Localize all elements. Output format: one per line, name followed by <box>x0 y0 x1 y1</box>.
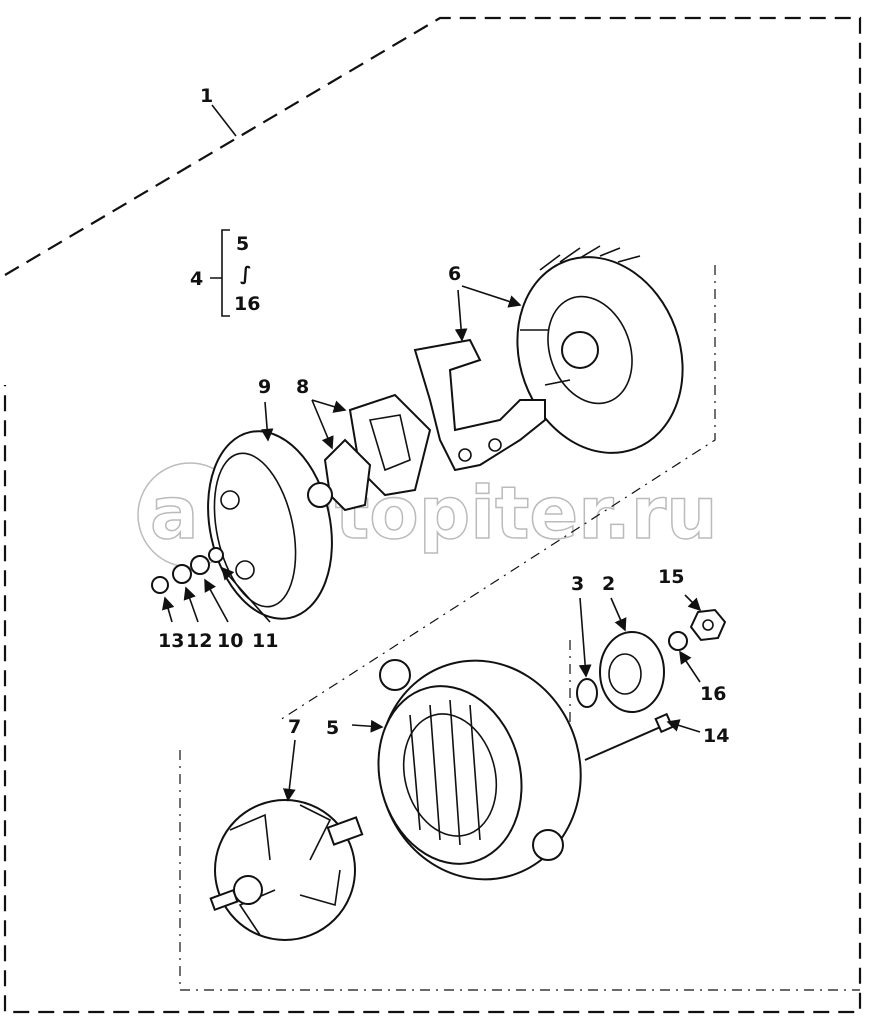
label-6: 6 <box>448 263 461 285</box>
label-14: 14 <box>703 725 729 747</box>
kit-outline <box>3 16 862 1014</box>
label-13: 13 <box>158 630 184 652</box>
rectifier-bracket-part <box>413 338 546 472</box>
label-16: 16 <box>700 683 726 705</box>
label-15: 15 <box>658 566 684 588</box>
regulator-part <box>323 393 432 512</box>
label-8: 8 <box>296 376 309 398</box>
label-4-range-start: 5 <box>236 233 249 255</box>
label-5: 5 <box>326 717 339 739</box>
small-nuts-and-washers <box>151 547 224 594</box>
label-1: 1 <box>200 85 213 107</box>
label-7: 7 <box>288 716 301 738</box>
rear-assembly-outline <box>179 265 860 991</box>
label-9: 9 <box>258 376 271 398</box>
pulley-assembly <box>576 608 727 761</box>
label-4-range-end: 16 <box>234 293 260 315</box>
rear-housing-part <box>516 245 684 454</box>
rear-cover-part <box>207 430 333 620</box>
rotor-part <box>209 799 364 941</box>
label-10: 10 <box>217 630 243 652</box>
label-4: 4 <box>190 268 203 290</box>
label-4-range-symbol: ∫ <box>240 263 252 285</box>
label-11: 11 <box>252 630 278 652</box>
leader-lines <box>161 104 702 802</box>
label-2: 2 <box>602 573 615 595</box>
label-3: 3 <box>571 573 584 595</box>
label-12: 12 <box>186 630 212 652</box>
front-housing-part <box>377 659 582 881</box>
svg-text:a: a <box>150 471 199 555</box>
